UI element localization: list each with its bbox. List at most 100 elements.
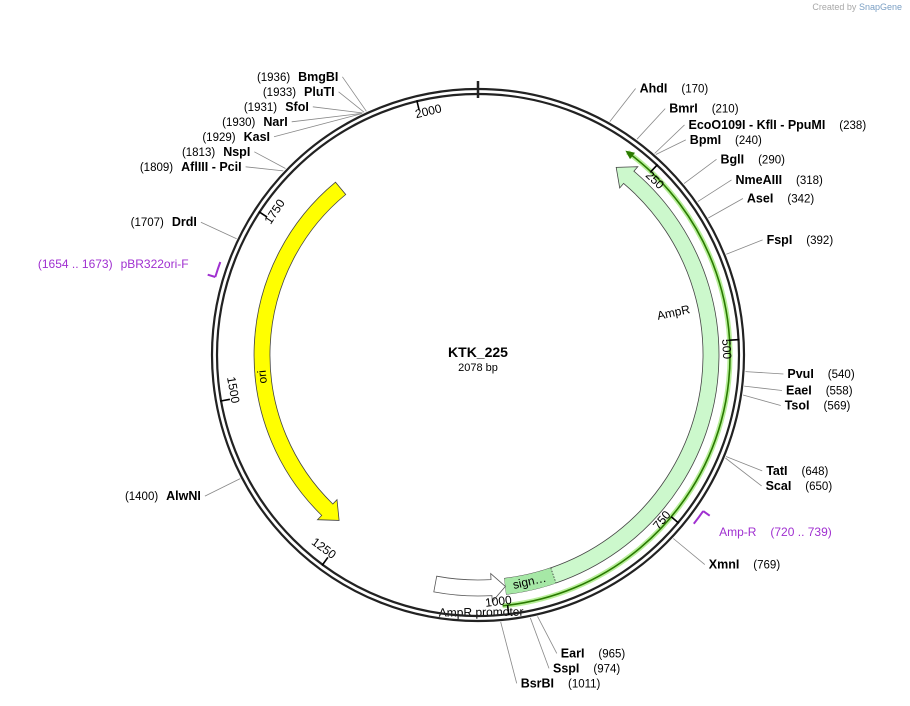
site-bmri[interactable]: BmrI (210) bbox=[669, 102, 739, 116]
site-line-bmri bbox=[636, 108, 666, 140]
tick-2000 bbox=[416, 100, 420, 111]
site-sfoi[interactable]: SfoI(1931) bbox=[244, 100, 309, 114]
ampr-label: AmpR bbox=[656, 302, 692, 323]
plasmid-length: 2078 bp bbox=[458, 362, 498, 374]
site-position: (240) bbox=[735, 135, 762, 147]
tick-label: 1000 bbox=[484, 593, 512, 610]
site-line-ecoo109i-kfli-ppumi bbox=[654, 124, 685, 154]
primer-amp-r-tick bbox=[702, 510, 711, 517]
site-name: TsoI bbox=[785, 399, 810, 413]
site-scai[interactable]: ScaI (650) bbox=[766, 479, 833, 493]
site-pluti[interactable]: PluTI(1933) bbox=[263, 85, 335, 99]
site-line-nari bbox=[291, 113, 363, 123]
site-name: NmeAIII bbox=[736, 173, 783, 187]
primer-pbr322ori-f[interactable]: pBR322ori-F(1654 .. 1673) bbox=[38, 257, 189, 271]
site-kasi[interactable]: KasI(1929) bbox=[202, 130, 270, 144]
site-xmni[interactable]: XmnI(769) bbox=[709, 558, 781, 572]
site-name: PluTI bbox=[304, 85, 335, 99]
primer-range: (720 .. 739) bbox=[770, 525, 831, 539]
site-name: FspI bbox=[767, 233, 793, 247]
site-bsrbi[interactable]: BsrBI(1011) bbox=[521, 676, 601, 690]
site-nspi[interactable]: NspI(1813) bbox=[182, 145, 250, 159]
site-name: BmrI bbox=[669, 102, 697, 116]
site-line-sspi bbox=[529, 617, 550, 669]
snapgene-credit: Created by SnapGene bbox=[812, 2, 902, 12]
site-line-nmeaiii bbox=[697, 179, 732, 202]
site-ecoo109i-kfli-ppumi[interactable]: EcoO109I - KflI - PpuMI(238) bbox=[689, 118, 867, 132]
site-line-tsoi bbox=[742, 394, 781, 406]
site-position: (1930) bbox=[222, 117, 255, 129]
site-nmeaiii[interactable]: NmeAIII(318) bbox=[736, 173, 824, 187]
primer-range: (1654 .. 1673) bbox=[38, 257, 113, 271]
site-line-bmgbi bbox=[342, 76, 367, 112]
site-sspi[interactable]: SspI(974) bbox=[553, 661, 620, 675]
site-position: (1936) bbox=[257, 72, 290, 84]
primer-pbr322ori-f-bar[interactable] bbox=[214, 261, 222, 278]
site-labels: AhdI(170) BmrI (210) EcoO109I - KflI - PpuM… bbox=[38, 70, 866, 691]
site-name: BmgBI bbox=[298, 70, 338, 84]
site-name: AlwNI bbox=[166, 489, 201, 503]
ampr-strand-line bbox=[502, 151, 731, 607]
site-name: BpmI bbox=[690, 133, 721, 147]
site-bmgbi[interactable]: BmgBI (1936) bbox=[257, 70, 338, 84]
tick-label: 2000 bbox=[414, 101, 444, 121]
tick-1750 bbox=[258, 210, 268, 218]
site-name: KasI bbox=[244, 130, 270, 144]
site-position: (290) bbox=[758, 154, 785, 166]
site-line-afliii-pcii bbox=[245, 166, 284, 172]
site-name: NspI bbox=[223, 145, 250, 159]
site-pvui[interactable]: PvuI(540) bbox=[787, 367, 854, 381]
tick-label: 1750 bbox=[261, 196, 288, 226]
site-name: BglI bbox=[721, 152, 745, 166]
site-bgli[interactable]: BglI (290) bbox=[721, 152, 786, 166]
site-position: (210) bbox=[712, 104, 739, 116]
site-line-scai bbox=[725, 457, 762, 487]
ampr-feature-arrow[interactable] bbox=[504, 166, 720, 595]
site-position: (1707) bbox=[131, 217, 164, 229]
site-tsoi[interactable]: TsoI(569) bbox=[785, 399, 851, 413]
primer-pbr322ori-f-tick bbox=[207, 273, 216, 278]
site-position: (342) bbox=[787, 194, 814, 206]
snapgene-logo: SnapGene bbox=[858, 2, 902, 12]
site-name: PvuI bbox=[787, 367, 813, 381]
site-bpmi[interactable]: BpmI (240) bbox=[690, 133, 762, 147]
ampr-strand-arrowhead bbox=[625, 150, 635, 160]
site-position: (1400) bbox=[125, 491, 158, 503]
site-eaei[interactable]: EaeI(558) bbox=[786, 384, 853, 398]
site-line-fspi bbox=[726, 239, 763, 255]
site-ahdi[interactable]: AhdI(170) bbox=[640, 82, 709, 96]
site-position: (650) bbox=[805, 481, 832, 493]
site-line-bgli bbox=[683, 158, 717, 184]
primer-amp-r[interactable]: Amp-R(720 .. 739) bbox=[719, 525, 832, 539]
site-eari[interactable]: EarI(965) bbox=[561, 646, 626, 660]
site-asei[interactable]: AseI(342) bbox=[747, 192, 815, 206]
site-name: XmnI bbox=[709, 558, 740, 572]
site-alwni[interactable]: AlwNI (1400) bbox=[125, 489, 201, 503]
site-nari[interactable]: NarI (1930) bbox=[222, 115, 288, 129]
tick-label: 1500 bbox=[224, 376, 243, 405]
site-line-bsrbi bbox=[500, 621, 518, 684]
site-line-eari bbox=[537, 616, 558, 654]
site-drdi[interactable]: DrdI(1707) bbox=[131, 215, 197, 229]
primer-amp-r-bar[interactable] bbox=[693, 510, 705, 525]
site-position: (1809) bbox=[140, 162, 173, 174]
site-position: (558) bbox=[826, 386, 853, 398]
tick-1500 bbox=[219, 398, 231, 402]
site-fspi[interactable]: FspI (392) bbox=[767, 233, 834, 247]
tick-label: 500 bbox=[719, 339, 734, 360]
site-position: (974) bbox=[593, 663, 620, 675]
site-name: EarI bbox=[561, 646, 585, 660]
ori-feature-arrow[interactable] bbox=[253, 181, 347, 521]
ampr-promoter-arrow[interactable] bbox=[433, 572, 506, 603]
site-afliii-pcii[interactable]: AflIII - PciI(1809) bbox=[140, 160, 242, 174]
site-name: ScaI bbox=[766, 479, 792, 493]
signal-boundary bbox=[550, 567, 557, 584]
site-name: EcoO109I - KflI - PpuMI bbox=[689, 118, 826, 132]
site-tati[interactable]: TatI(648) bbox=[766, 464, 828, 478]
site-line-pvui bbox=[745, 371, 784, 375]
site-position: (392) bbox=[806, 235, 833, 247]
site-line-pluti bbox=[338, 91, 365, 113]
tick-750 bbox=[670, 516, 680, 524]
site-name: NarI bbox=[263, 115, 287, 129]
